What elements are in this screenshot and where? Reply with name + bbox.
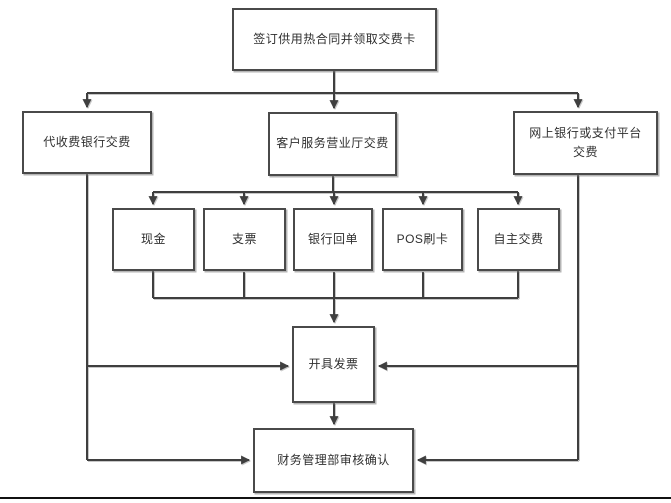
edge-top-to-row2 [82,70,583,110]
edge-left-rail [86,174,290,465]
node-bank-receipt: 银行回单 [293,208,373,271]
node-issue-invoice: 开具发票 [292,326,375,403]
node-self-payment: 自主交费 [477,208,560,271]
node-service-hall: 客户服务营业厅交费 [268,112,397,176]
node-pos-card: POS刷卡 [382,208,463,271]
node-cheque: 支票 [203,208,286,271]
node-finance-audit: 财务管理部审核确认 [253,428,414,493]
edge-hall-to-methods [148,176,523,206]
page-bottom-rule [0,497,671,499]
node-cash: 现金 [112,208,195,271]
edge-right-rail [377,175,579,465]
node-sign-contract: 签订供用热合同并领取交费卡 [232,8,437,71]
edge-methods-to-invoice [152,271,519,324]
node-online-payment: 网上银行或支付平台交费 [513,111,658,175]
node-bank-collection: 代收费银行交费 [22,111,152,174]
